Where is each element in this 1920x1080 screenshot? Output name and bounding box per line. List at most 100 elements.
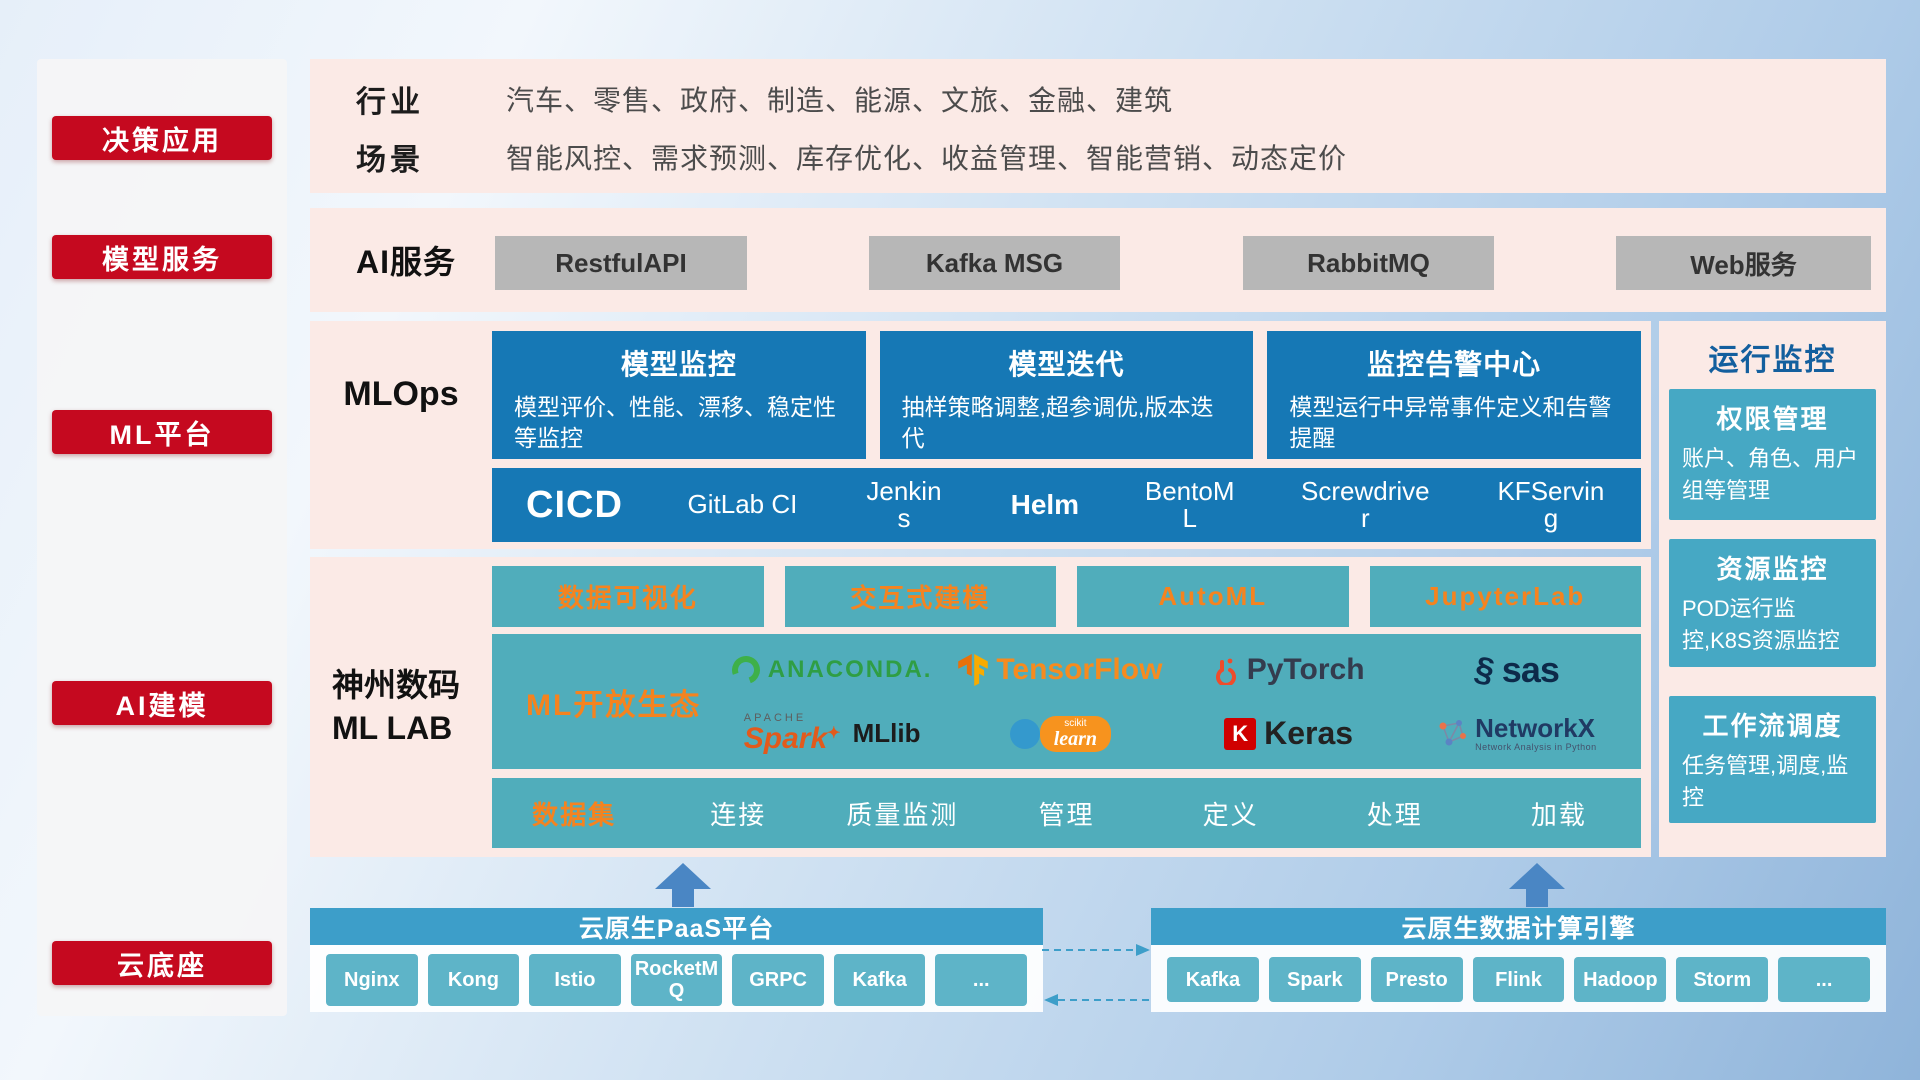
- tool-screwdriver: Screwdriver: [1301, 475, 1430, 533]
- card-title: 工作流调度: [1702, 711, 1843, 741]
- chip-presto: Presto: [1370, 957, 1463, 1002]
- chip-flink: Flink: [1472, 957, 1565, 1002]
- layer-sidebar: 决策应用 模型服务 ML平台 AI建模 云底座: [37, 59, 287, 1016]
- runtime-monitor-panel: 运行监控 权限管理 账户、角色、用户组等管理 资源监控 POD运行监控,K8S资…: [1659, 321, 1886, 857]
- workflow-scheduler-card: 工作流调度 任务管理,调度,监控: [1669, 696, 1876, 823]
- pytorch-text: PyTorch: [1246, 653, 1365, 686]
- model-monitor-card: 模型监控 模型评价、性能、漂移、稳定性等监控: [492, 331, 866, 459]
- tool-jenkins: Jenkins: [866, 475, 942, 533]
- card-title: 权限管理: [1716, 404, 1829, 434]
- card-desc: 抽样策略调整,超参调优,版本迭代: [901, 394, 1214, 452]
- sklearn-icon: [1009, 718, 1040, 749]
- chip-rocketmq: RocketMQ: [630, 954, 723, 1006]
- layer-model-service: 模型服务: [52, 235, 272, 279]
- dataset-process: 处理: [1366, 799, 1423, 830]
- mllab-label-line1: 神州数码: [332, 666, 461, 703]
- alert-center-card: 监控告警中心 模型运行中异常事件定义和告警提醒: [1267, 331, 1642, 459]
- service-web: Web服务: [1616, 236, 1871, 290]
- sklearn-text: learn: [1053, 727, 1098, 750]
- cicd-title: CICD: [526, 483, 623, 526]
- mllab-tools-row: 数据可视化 交互式建模 AutoML JupyterLab: [492, 566, 1641, 627]
- spark-text: Spark: [743, 722, 828, 755]
- scikit-learn-logo: scikit learn: [1009, 715, 1112, 752]
- dataset-define: 定义: [1202, 799, 1259, 830]
- chip-spark: Spark: [1268, 957, 1361, 1002]
- networkx-stack: NetworkX Network Analysis in Python: [1475, 714, 1597, 752]
- mllab-band: 神州数码 ML LAB 数据可视化 交互式建模 AutoML JupyterLa…: [310, 557, 1651, 857]
- tensorflow-logo: TensorFlow: [958, 653, 1162, 687]
- card-desc: 任务管理,调度,监控: [1682, 753, 1849, 810]
- engine-chips: Kafka Spark Presto Flink Hadoop Storm ..…: [1167, 957, 1871, 1002]
- chip-kafka: Kafka: [1167, 957, 1259, 1002]
- dataset-load: 加载: [1530, 799, 1587, 830]
- chip-more: ...: [1778, 957, 1871, 1002]
- layer-cloud-base: 云底座: [52, 941, 272, 985]
- tool-automl: AutoML: [1077, 566, 1349, 627]
- dataset-label: 数据集: [532, 799, 617, 830]
- industry-scenario-band: 行业 汽车、零售、政府、制造、能源、文旅、金融、建筑 场景 智能风控、需求预测、…: [310, 59, 1886, 193]
- paas-chips: Nginx Kong Istio RocketMQ GRPC Kafka ...: [326, 954, 1028, 1006]
- layer-ml-platform: ML平台: [52, 410, 272, 454]
- mllib-text: MLlib: [852, 718, 921, 748]
- up-arrow-icon: [655, 863, 711, 907]
- pytorch-icon: [1215, 658, 1236, 685]
- spark-stack: APACHE Spark✦: [744, 713, 841, 754]
- up-arrow-icon: [1509, 863, 1565, 907]
- card-title: 模型监控: [620, 349, 737, 380]
- networkx-text: NetworkX: [1475, 713, 1596, 744]
- chip-istio: Istio: [529, 954, 621, 1006]
- anaconda-logo: ANACONDA.: [727, 651, 933, 689]
- scenario-list: 智能风控、需求预测、库存优化、收益管理、智能营销、动态定价: [506, 143, 1348, 174]
- mllab-label: 神州数码 ML LAB: [310, 557, 492, 857]
- networkx-subtext: Network Analysis in Python: [1475, 741, 1597, 752]
- ai-service-label: AI服务: [356, 244, 457, 280]
- ecosystem-logos: ANACONDA. TensorFlow: [718, 638, 1631, 765]
- monitor-title: 运行监控: [1708, 344, 1837, 377]
- spark-star-icon: ✦: [827, 725, 841, 742]
- keras-icon: K: [1224, 717, 1257, 750]
- mlops-cards: 模型监控 模型评价、性能、漂移、稳定性等监控 模型迭代 抽样策略调整,超参调优,…: [492, 331, 1642, 459]
- sklearn-blob: scikit learn: [1039, 715, 1112, 752]
- ai-service-band: AI服务 RestfulAPI Kafka MSG RabbitMQ Web服务: [310, 208, 1886, 312]
- mllab-label-line2: ML LAB: [332, 710, 453, 746]
- mlops-band: MLOps 模型监控 模型评价、性能、漂移、稳定性等监控 模型迭代 抽样策略调整…: [310, 321, 1651, 549]
- card-title: 资源监控: [1716, 554, 1829, 584]
- chip-grpc: GRPC: [732, 954, 824, 1006]
- resource-monitor-card: 资源监控 POD运行监控,K8S资源监控: [1669, 539, 1876, 667]
- tool-bentoml: BentoML: [1144, 475, 1235, 533]
- card-title: 监控告警中心: [1367, 349, 1542, 380]
- chip-storm: Storm: [1676, 957, 1769, 1002]
- scenario-row: 场景 智能风控、需求预测、库存优化、收益管理、智能营销、动态定价: [356, 135, 1866, 179]
- card-desc: 模型运行中异常事件定义和告警提醒: [1289, 394, 1612, 452]
- service-rabbitmq: RabbitMQ: [1243, 236, 1494, 290]
- chip-hadoop: Hadoop: [1574, 957, 1667, 1002]
- paas-platform-group: 云原生PaaS平台 Nginx Kong Istio RocketMQ GRPC…: [310, 908, 1043, 1012]
- card-desc: 账户、角色、用户组等管理: [1682, 446, 1859, 503]
- tensorflow-icon: [958, 654, 989, 686]
- industry-list: 汽车、零售、政府、制造、能源、文旅、金融、建筑: [506, 85, 1174, 116]
- data-engine-group: 云原生数据计算引擎 Kafka Spark Presto Flink Hadoo…: [1151, 908, 1886, 1012]
- apache-text: APACHE: [743, 712, 807, 724]
- cicd-bar: CICD GitLab CI Jenkins Helm BentoML Scre…: [492, 468, 1641, 542]
- chip-kong: Kong: [427, 954, 520, 1006]
- networkx-logo: NetworkX Network Analysis in Python: [1437, 714, 1597, 752]
- tensorflow-text: TensorFlow: [996, 653, 1163, 686]
- tool-gitlab-ci: GitLab CI: [687, 489, 798, 520]
- card-desc: 模型评价、性能、漂移、稳定性等监控: [514, 394, 836, 452]
- sklearn-top-text: scikit: [1064, 717, 1087, 729]
- service-kafka-msg: Kafka MSG: [869, 236, 1120, 290]
- ecosystem-row-1: ANACONDA. TensorFlow: [718, 649, 1631, 691]
- model-iteration-card: 模型迭代 抽样策略调整,超参调优,版本迭代: [879, 331, 1254, 459]
- dataset-quality: 质量监测: [846, 799, 959, 830]
- dataset-bar: 数据集 连接 质量监测 管理 定义 处理 加载: [492, 778, 1641, 848]
- tool-kfserving: KFServing: [1497, 475, 1605, 533]
- sas-text: sas: [1501, 649, 1560, 690]
- data-flow-arrows-icon: [1042, 944, 1152, 1006]
- sas-icon: §: [1471, 648, 1498, 691]
- spark-mllib-logo: APACHE Spark✦ MLlib: [744, 713, 921, 754]
- layer-ai-modeling: AI建模: [52, 681, 272, 725]
- tool-helm: Helm: [1010, 489, 1080, 521]
- dataset-connect: 连接: [710, 799, 767, 830]
- paas-bar-title: 云原生PaaS平台: [310, 908, 1043, 945]
